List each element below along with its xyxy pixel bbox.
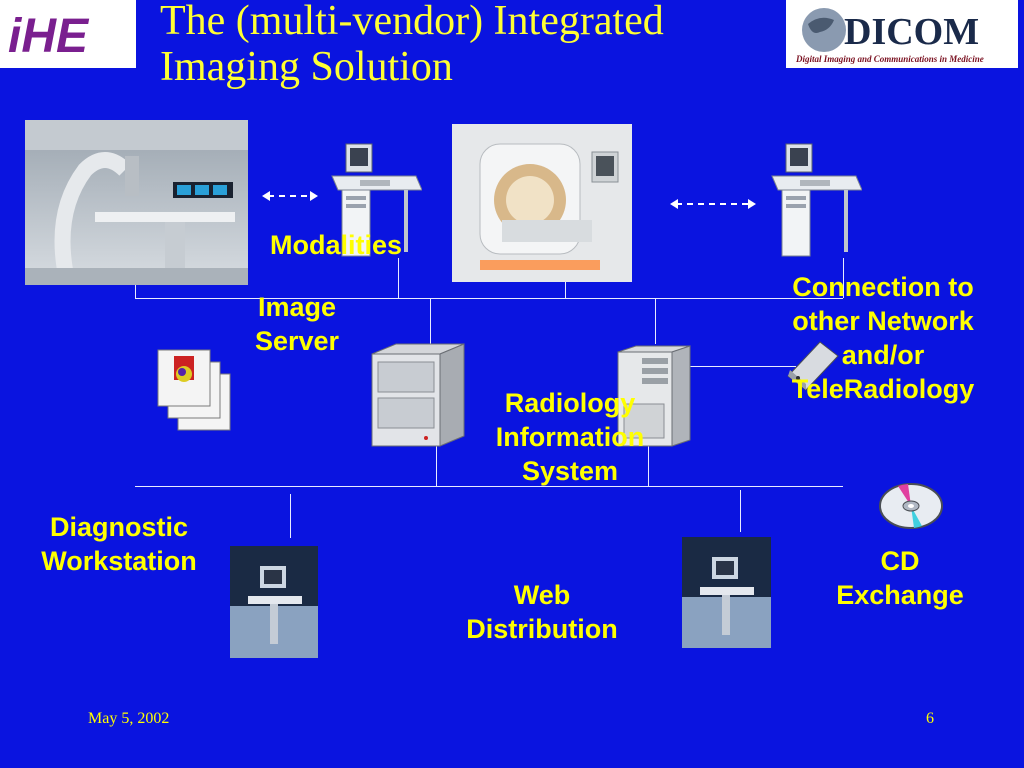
drop-mr	[565, 282, 566, 298]
label-web-distribution: Web Distribution	[466, 580, 618, 644]
network-router-icon	[786, 340, 840, 392]
ris-server-tower-icon	[616, 344, 692, 448]
network-line-top	[135, 298, 843, 299]
svg-text:DICOM: DICOM	[844, 11, 979, 53]
label-radiology-information-system: Radiology Information System	[495, 388, 645, 486]
angiography-system-image	[25, 120, 248, 285]
drop-workstation-1	[398, 258, 399, 298]
drop-web	[740, 490, 741, 532]
title-line-2: Imaging Solution	[160, 44, 453, 90]
image-server-icon	[370, 342, 466, 448]
cd-disc-icon	[878, 482, 944, 530]
drop-workstation-2	[843, 258, 844, 298]
dashed-arrow-left	[262, 191, 318, 201]
dashed-arrow-right	[670, 199, 756, 209]
film-stack-icon	[156, 348, 234, 432]
label-modalities: Modalities	[269, 230, 403, 260]
label-cd-exchange: CD Exchange	[836, 546, 964, 610]
svg-text:Digital Imaging and Communicat: Digital Imaging and Communications in Me…	[795, 54, 984, 64]
footer-date: May 5, 2002	[88, 710, 170, 727]
drop-diagnostic	[290, 494, 291, 538]
dicom-logo: DICOM Digital Imaging and Communications…	[786, 0, 1018, 68]
link-ris-router	[690, 366, 796, 367]
label-diagnostic-workstation: Diagnostic Workstation	[41, 512, 197, 576]
link-server-bottom	[436, 446, 437, 486]
link-server-top	[430, 298, 431, 346]
mr-scanner-image	[452, 124, 632, 282]
label-connection-teleradiology: Connection to other Network and/or TeleR…	[791, 272, 975, 404]
link-ris-top	[655, 298, 656, 344]
web-workstation-image	[682, 537, 771, 648]
label-image-server: Image Server	[254, 292, 340, 356]
svg-text:iHE: iHE	[8, 10, 90, 63]
link-ris-bottom	[648, 446, 649, 486]
diagnostic-workstation-image	[230, 546, 318, 658]
title-line-1: The (multi-vendor) Integrated	[160, 0, 664, 44]
modality-workstation-1	[330, 140, 422, 258]
slide-title: The (multi-vendor) Integrated Imaging So…	[160, 0, 780, 90]
drop-angio	[135, 284, 136, 298]
modality-workstation-2	[770, 140, 862, 258]
ihe-logo: iHE	[0, 0, 136, 68]
network-line-bottom	[135, 486, 843, 487]
footer-page-number: 6	[926, 710, 934, 727]
